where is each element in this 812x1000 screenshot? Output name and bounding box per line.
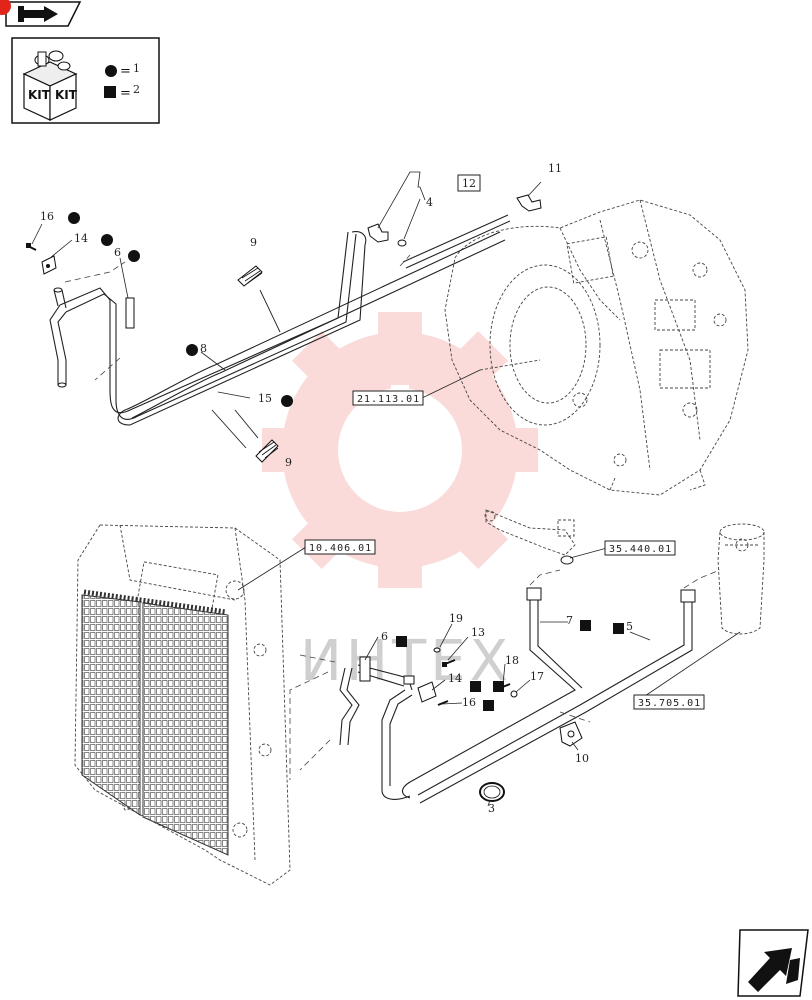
sleeve-guides [211,289,281,449]
kit-box-icon: KIT KIT [22,50,78,121]
circle-marker [101,234,113,246]
bolt-13 [442,659,456,667]
square-marker [613,623,624,634]
kit-markers [68,212,624,711]
sleeve-9-lower [255,439,279,463]
callout-12: 12 [462,177,476,190]
upper-dashed-guides [64,254,411,381]
radiator-core [81,589,229,856]
circle-symbol-icon [105,65,117,77]
callout-15: 15 [258,392,272,405]
svg-text:35.440.01: 35.440.01 [609,544,672,555]
bracket-6-upper [125,297,135,329]
clamp-14-upper [41,255,57,275]
circle-marker [281,395,293,407]
callout-box-12 [457,174,481,192]
callout-9-lower: 9 [285,456,292,469]
kit-label-left: KIT [28,88,51,102]
kit-legend: KIT KIT = 1 = 2 [11,37,160,124]
elbow-fitting-12 [367,223,389,243]
legend-circle-equals: = [120,64,131,79]
callout-13: 13 [471,626,485,639]
callout-14-upper: 14 [74,232,88,245]
washer-19 [433,647,441,653]
radiator-assembly [74,524,291,886]
valve-component [484,509,576,556]
bracket-6-lower [359,656,371,682]
callout-7: 7 [566,614,573,627]
square-marker [396,636,407,647]
oil-filter [717,523,765,635]
sleeve-9-upper [237,265,263,287]
square-marker [483,700,494,711]
svg-text:35.705.01: 35.705.01 [638,698,701,709]
legend-circle-value: 1 [133,62,140,75]
ref-box-filter[interactable]: 35.705.01 [633,694,705,710]
svg-text:21.113.01: 21.113.01 [357,394,420,405]
callout-18: 18 [505,654,519,667]
callout-16-upper: 16 [40,210,54,223]
callout-5: 5 [626,620,633,633]
callout-6-lower: 6 [381,630,388,643]
square-symbol-icon [104,86,116,98]
callout-17: 17 [530,670,544,683]
callout-4: 4 [426,196,433,209]
wrench-back-icon[interactable] [0,0,82,27]
hose-clamp-3 [479,782,505,802]
kit-label-right: KIT [55,88,78,102]
callout-8: 8 [200,342,207,355]
square-marker [580,620,591,631]
callout-numbers: 11 12 4 16 14 6 9 8 15 9 7 5 19 13 6 18 … [40,162,633,815]
clamp-14-lower [417,681,437,703]
callout-6-upper: 6 [114,246,121,259]
square-marker [493,681,504,692]
ref-box-transmission[interactable]: 21.113.01 [352,390,424,406]
callout-19: 19 [449,612,463,625]
callout-16-lower: 16 [462,696,476,709]
circle-marker [128,250,140,262]
square-marker [470,681,481,692]
legend-square-value: 2 [133,83,140,96]
upper-pipes [49,214,511,426]
o-ring-4 [397,239,407,247]
ref-box-radiator[interactable]: 10.406.01 [304,539,376,555]
svg-text:10.406.01: 10.406.01 [309,543,372,554]
watermark-logo [262,312,538,588]
o-ring-part [560,555,574,565]
bolt-16-lower [437,700,449,706]
ref-box-valve[interactable]: 35.440.01 [604,540,676,556]
next-page-arrow-icon[interactable] [737,929,809,997]
pipe-end-fittings [403,587,696,685]
leader-lines [31,171,741,807]
callout-10: 10 [575,752,589,765]
bracket-10 [559,721,583,747]
bolt-16-upper [26,243,37,251]
callout-14-lower: 14 [448,672,462,685]
circle-marker [68,212,80,224]
callout-9-upper: 9 [250,236,257,249]
washer-17 [510,690,518,698]
elbow-fitting-11 [516,194,542,212]
callout-11: 11 [548,162,562,175]
callout-3: 3 [488,802,495,815]
lower-dashed-guides [289,569,721,780]
transmission-housing [444,199,749,496]
circle-marker [186,344,198,356]
legend-square-equals: = [120,86,131,101]
